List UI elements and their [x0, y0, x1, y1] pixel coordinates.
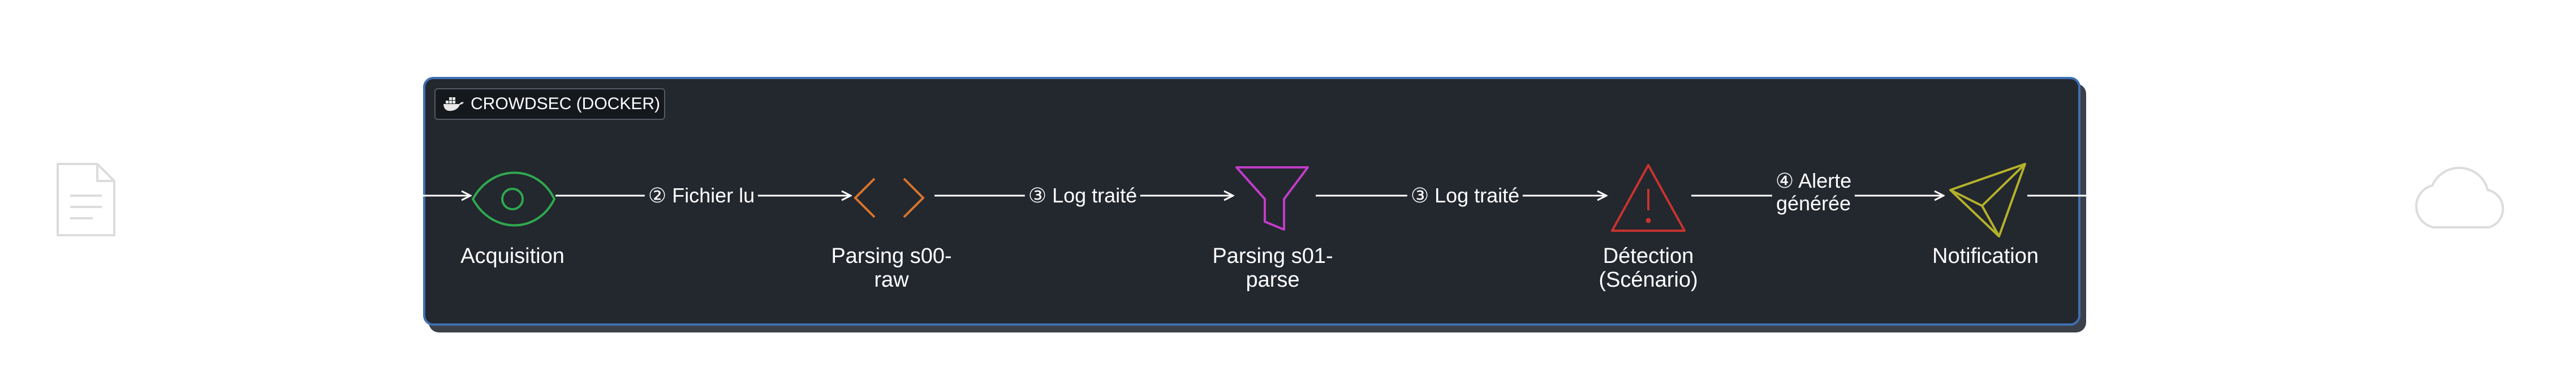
group-title: CROWDSEC (DOCKER) — [471, 94, 660, 113]
edge-label-log-traite-1: ③ Log traité — [1024, 184, 1141, 207]
code-brackets-icon — [854, 178, 925, 218]
node-label-parsing-s00: Parsing s00- raw — [831, 244, 951, 292]
node-label-line1: Parsing s00- — [831, 244, 952, 268]
funnel-icon — [1235, 166, 1309, 231]
docker-icon — [443, 97, 464, 111]
node-label-line2: raw — [874, 268, 909, 292]
document-icon — [57, 163, 115, 236]
edge-label-alerte-generee: ④ Alerte générée — [1772, 170, 1855, 215]
warning-icon — [1611, 164, 1686, 232]
eye-icon — [471, 171, 556, 227]
group-badge: CROWDSEC (DOCKER) — [434, 88, 665, 120]
edge-label-fichier-lu: ② Fichier lu — [644, 184, 759, 207]
node-label-line2: (Scénario) — [1599, 268, 1698, 292]
cloud-icon — [2415, 166, 2504, 228]
send-icon — [1949, 163, 2026, 237]
node-label-parsing-s01: Parsing s01- parse — [1212, 244, 1333, 292]
node-label-line1: Détection — [1603, 244, 1694, 268]
node-label-detection: Détection (Scénario) — [1599, 244, 1698, 292]
node-label-notification: Notification — [1932, 244, 2039, 268]
node-label-acquisition: Acquisition — [460, 244, 565, 268]
node-label-line2: parse — [1246, 268, 1300, 292]
edge-label-line2: générée — [1776, 192, 1851, 215]
edge-label-log-traite-2: ③ Log traité — [1407, 184, 1523, 207]
node-label-line1: Parsing s01- — [1212, 244, 1333, 268]
edge-label-line1: ④ Alerte — [1775, 169, 1852, 192]
